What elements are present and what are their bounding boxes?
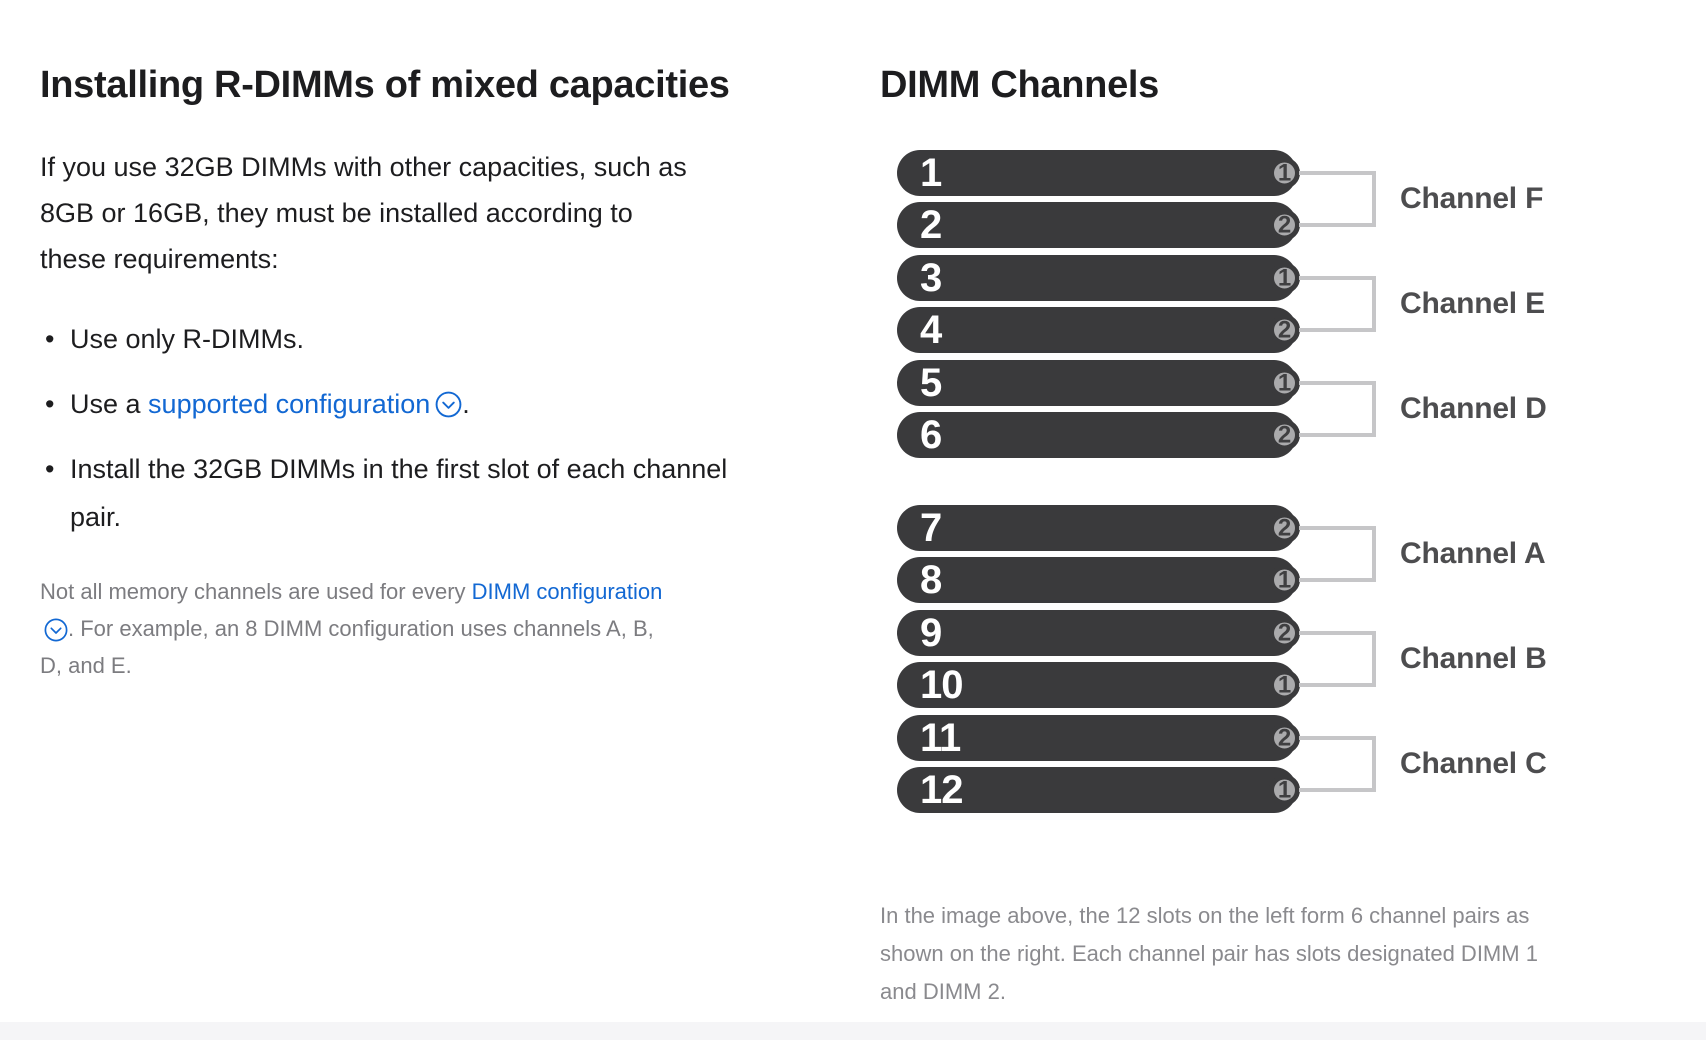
list-item: • Use only R-DIMMs. [40,315,740,363]
channel-label: Channel C [1400,747,1547,780]
slot-number: 8 [920,557,942,602]
channel-pair: 1 1 2 2 Channel F [897,150,1543,248]
slot-group-upper: 1 1 2 2 Channel F 3 1 [897,150,1690,458]
channel-label: Channel E [1400,287,1545,320]
chevron-down-circle-icon[interactable] [435,391,462,418]
pair-bracket [1299,381,1376,437]
requirements-list: • Use only R-DIMMs. • Use a supported co… [40,315,740,541]
channel-label: Channel F [1400,182,1544,215]
slot-number: 3 [920,255,942,300]
channel-label: Channel A [1400,537,1546,570]
slot-number: 4 [920,307,942,352]
text-segment: . [462,389,470,419]
slot-number: 10 [920,662,963,707]
pair-bracket [1299,171,1376,227]
pair-bracket [1299,276,1376,332]
slot-number: 6 [920,412,942,457]
dimm-configuration-link[interactable]: DIMM configuration [40,579,663,642]
dimm-position-badge: 1 [1269,564,1300,596]
pair-bracket [1299,526,1376,582]
bullet-marker: • [45,389,55,419]
dimm-position-badge: 1 [1269,774,1300,806]
channel-pair: 11 2 12 1 Channel C [897,715,1547,813]
text-segment: Not all memory channels are used for eve… [40,579,472,604]
list-item-text: Install the 32GB DIMMs in the first slot… [70,454,728,532]
diagram-caption: In the image above, the 12 slots on the … [880,903,1538,1004]
page-title: Installing R-DIMMs of mixed capacities [40,64,730,106]
pair-bracket [1299,736,1376,792]
dimm-slot: 5 1 [897,360,1300,406]
list-item-text: Use a supported configuration. [70,380,740,428]
dimm-position-badge: 2 [1269,314,1300,346]
dimm-slot: 8 1 [897,557,1300,603]
dimm-slot: 3 1 [897,255,1300,301]
dimm-position-badge: 1 [1269,367,1300,399]
bullet-marker: • [45,454,55,484]
next-section-band [0,1022,1706,1040]
text-segment: Use a [70,389,149,419]
dimm-slot: 9 2 [897,610,1300,656]
dimm-slot: 7 2 [897,505,1300,551]
channel-pair: 3 1 4 2 Channel E [897,255,1545,353]
bullet-marker: • [45,324,55,354]
intro-paragraph: If you use 32GB DIMMs with other capacit… [40,152,687,274]
dimm-slot: 6 2 [897,412,1300,458]
slot-number: 9 [920,610,942,655]
channel-pair: 7 2 8 1 Channel A [897,505,1546,603]
list-item-text: Use only R-DIMMs. [70,324,305,354]
slot-number: 1 [920,150,942,195]
slot-group-lower: 7 2 8 1 Channel A 9 2 [897,505,1690,813]
link-label[interactable]: supported configuration [148,389,431,419]
dimm-position-badge: 2 [1269,512,1300,544]
pair-bracket [1299,631,1376,687]
dimm-position-badge: 2 [1269,209,1300,241]
dimm-slot: 12 1 [897,767,1300,813]
slot-number: 2 [920,202,942,247]
dimm-slot: 10 1 [897,662,1300,708]
list-item: • Install the 32GB DIMMs in the first sl… [40,445,740,541]
dimm-slot: 1 1 [897,150,1300,196]
dimm-position-badge: 1 [1269,262,1300,294]
mixed-capacities-section: Installing R-DIMMs of mixed capacities I… [40,62,750,684]
dimm-slots-diagram: 1 1 2 2 Channel F 3 1 [897,150,1690,813]
list-item: • Use a supported configuration. [40,380,740,428]
channel-pair: 5 1 6 2 Channel D [897,360,1547,458]
slot-number: 7 [920,505,942,550]
dimm-slot: 2 2 [897,202,1300,248]
channel-pair: 9 2 10 1 Channel B [897,610,1547,708]
dimm-slot: 4 2 [897,307,1300,353]
slot-number: 11 [920,715,961,760]
slot-number: 12 [920,767,963,812]
slot-number: 5 [920,360,942,405]
dimm-channels-section: DIMM Channels 1 1 2 2 Channel F [880,62,1690,1011]
channel-label: Channel B [1400,642,1547,675]
text-segment: . For example, an 8 DIMM configuration u… [40,616,654,678]
dimm-position-badge: 2 [1269,617,1300,649]
diagram-title: DIMM Channels [880,64,1160,106]
chevron-down-circle-icon[interactable] [44,618,68,642]
dimm-position-badge: 2 [1269,722,1300,754]
dimm-position-badge: 1 [1269,669,1300,701]
dimm-position-badge: 1 [1269,157,1300,189]
link-label[interactable]: DIMM configuration [471,579,663,604]
note-paragraph: Not all memory channels are used for eve… [40,573,680,684]
dimm-slot: 11 2 [897,715,1300,761]
dimm-position-badge: 2 [1269,419,1300,451]
channel-label: Channel D [1400,392,1547,425]
supported-configuration-link[interactable]: supported configuration [148,389,462,419]
